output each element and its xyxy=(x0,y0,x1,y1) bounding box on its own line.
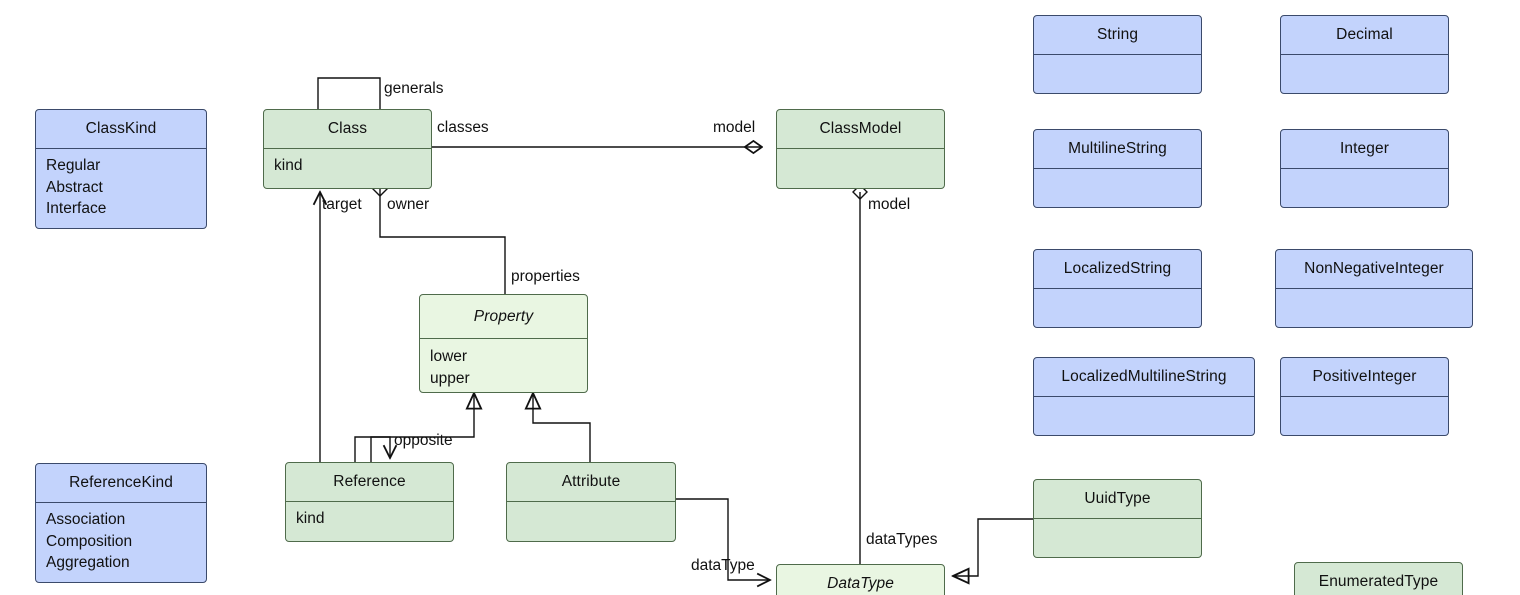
class-box-enumeratedtype[interactable]: EnumeratedType xyxy=(1294,562,1463,595)
class-box-decimal[interactable]: Decimal xyxy=(1280,15,1449,94)
class-box-integer[interactable]: Integer xyxy=(1280,129,1449,208)
class-box-positiveinteger[interactable]: PositiveInteger xyxy=(1280,357,1449,436)
class-box-multilinestring[interactable]: MultilineString xyxy=(1033,129,1202,208)
edge-label-owner: owner xyxy=(387,196,430,213)
enum-literal: Composition xyxy=(46,532,133,550)
class-literals-referencekind: Association Composition Aggregation xyxy=(36,503,206,577)
class-name-attribute: Attribute xyxy=(561,473,621,490)
enum-literal: Aggregation xyxy=(46,554,130,572)
class-name-string: String xyxy=(1096,26,1139,43)
class-box-class[interactable]: Class kind xyxy=(263,109,432,189)
edge-label-datatype: dataType xyxy=(691,557,755,574)
class-box-attribute[interactable]: Attribute xyxy=(506,462,676,542)
edge-generalization-reference-property xyxy=(370,393,474,462)
class-name-referencekind: ReferenceKind xyxy=(69,474,173,491)
class-box-reference[interactable]: Reference kind xyxy=(285,462,454,542)
class-attribute: upper xyxy=(430,369,470,387)
class-name-localizedstring: LocalizedString xyxy=(1063,260,1172,277)
enum-literal: Association xyxy=(46,511,126,529)
class-box-uuidtype[interactable]: UuidType xyxy=(1033,479,1202,558)
class-box-localizedmultilinestring[interactable]: LocalizedMultilineString xyxy=(1033,357,1255,436)
class-attributes-string xyxy=(1034,55,1201,65)
class-name-property: Property xyxy=(473,307,534,325)
class-separator xyxy=(36,148,206,150)
edge-label-generals: generals xyxy=(384,80,444,97)
class-attributes-integer xyxy=(1281,169,1448,179)
class-separator xyxy=(1034,396,1254,398)
class-separator xyxy=(420,338,587,340)
class-attributes-positiveinteger xyxy=(1281,397,1448,407)
class-separator xyxy=(36,502,206,504)
class-attributes-reference: kind xyxy=(286,502,453,533)
edge-label-classes: classes xyxy=(437,119,489,136)
class-separator xyxy=(1281,168,1448,170)
class-attributes-localizedstring xyxy=(1034,289,1201,299)
class-box-classkind[interactable]: ClassKind Regular Abstract Interface xyxy=(35,109,207,229)
class-name-classmodel: ClassModel xyxy=(819,120,902,137)
class-separator xyxy=(1034,54,1201,56)
class-box-nonnegativeinteger[interactable]: NonNegativeInteger xyxy=(1275,249,1473,328)
class-name-class: Class xyxy=(327,120,368,137)
class-attributes-multilinestring xyxy=(1034,169,1201,179)
class-attributes-attribute xyxy=(507,502,675,512)
edge-label-properties: properties xyxy=(511,268,580,285)
class-literals-classkind: Regular Abstract Interface xyxy=(36,149,206,223)
class-separator xyxy=(1034,288,1201,290)
class-separator xyxy=(1281,396,1448,398)
class-attributes-property: lower upper xyxy=(420,339,587,392)
class-attributes-classmodel xyxy=(777,149,944,159)
enum-literal: Interface xyxy=(46,200,107,218)
edge-label-model-bottom: model xyxy=(868,196,911,213)
class-name-datatype: DataType xyxy=(827,575,894,592)
class-attribute: lower xyxy=(430,348,468,366)
class-box-localizedstring[interactable]: LocalizedString xyxy=(1033,249,1202,328)
edge-label-target: target xyxy=(322,196,362,213)
class-attribute: kind xyxy=(274,157,303,175)
edge-label-opposite: opposite xyxy=(394,432,453,449)
enum-literal: Abstract xyxy=(46,178,103,196)
edge-opposite xyxy=(354,436,390,462)
class-name-multilinestring: MultilineString xyxy=(1068,140,1167,157)
edge-label-datatypes: dataTypes xyxy=(866,531,938,548)
class-attributes-nonnegativeinteger xyxy=(1276,289,1472,299)
class-name-positiveinteger: PositiveInteger xyxy=(1312,368,1417,385)
class-attributes-class: kind xyxy=(264,149,431,180)
edge-generalization-attribute-property xyxy=(533,393,591,462)
class-separator xyxy=(507,501,675,503)
class-name-nonnegativeinteger: NonNegativeInteger xyxy=(1304,260,1444,277)
edge-generals xyxy=(317,77,381,109)
edge-datatypes xyxy=(852,184,868,564)
enum-literal: Regular xyxy=(46,157,101,175)
class-attribute: kind xyxy=(296,510,325,528)
class-name-decimal: Decimal xyxy=(1336,26,1393,43)
class-separator xyxy=(1034,518,1201,520)
class-separator xyxy=(286,501,453,503)
edge-label-model-left: model xyxy=(713,119,756,136)
edge-generalization-uuidtype-datatype xyxy=(953,518,1033,576)
class-separator xyxy=(777,148,944,150)
class-name-enumeratedtype: EnumeratedType xyxy=(1318,573,1439,590)
class-box-property[interactable]: Property lower upper xyxy=(419,294,588,393)
class-separator xyxy=(1276,288,1472,290)
class-box-string[interactable]: String xyxy=(1033,15,1202,94)
class-attributes-localizedmultilinestring xyxy=(1034,397,1254,407)
class-name-reference: Reference xyxy=(333,473,406,490)
class-name-integer: Integer xyxy=(1340,140,1389,157)
class-box-referencekind[interactable]: ReferenceKind Association Composition Ag… xyxy=(35,463,207,583)
class-separator xyxy=(1281,54,1448,56)
class-name-uuidtype: UuidType xyxy=(1084,490,1151,507)
class-box-datatype[interactable]: DataType xyxy=(776,564,945,595)
class-attributes-decimal xyxy=(1281,55,1448,65)
class-name-classkind: ClassKind xyxy=(85,120,157,137)
class-name-localizedmultilinestring: LocalizedMultilineString xyxy=(1061,368,1227,385)
class-box-classmodel[interactable]: ClassModel xyxy=(776,109,945,189)
class-separator xyxy=(1034,168,1201,170)
class-attributes-uuidtype xyxy=(1034,519,1201,529)
class-separator xyxy=(264,148,431,150)
